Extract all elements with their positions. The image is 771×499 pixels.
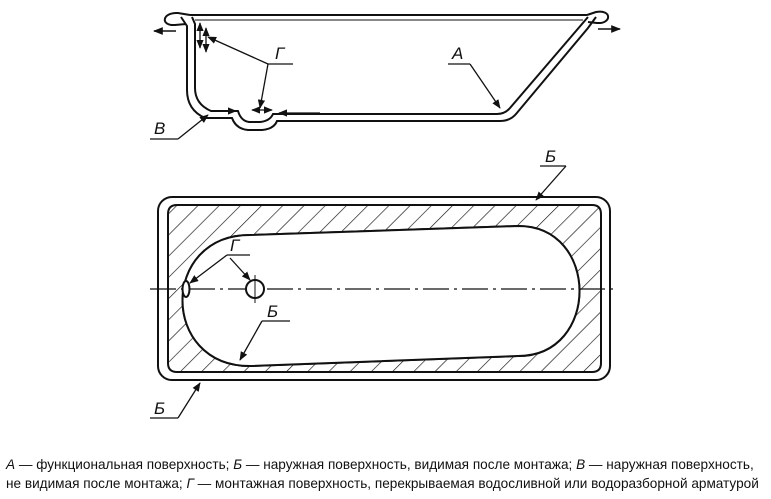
label-b-inner: Б [267,302,278,321]
leader-g-plan-1 [189,254,228,284]
plan-bowl [181,224,581,368]
caption-v-cont: не видимая после монтажа; [6,476,187,491]
leader-b-inner [239,320,263,361]
caption-g-letter: Г [186,476,194,491]
caption-a-letter: А [6,457,16,472]
side-section-view [150,10,621,140]
label-b-bottom: Б [154,399,165,418]
caption-b-letter: Б [233,457,243,472]
leader-b-bottom [177,382,201,419]
label-b-top: Б [545,147,556,166]
leader-b-top [535,165,567,201]
caption-v-letter: В [576,457,586,472]
right-rim [586,10,610,25]
caption-line-1: А — функциональная поверхность; Б — нару… [6,455,768,474]
left-rim [163,11,191,27]
caption-g-text: — монтажная поверхность, перекрываемая в… [193,476,759,491]
figure-caption: А — функциональная поверхность; Б — нару… [6,455,768,493]
side-outer-shell [180,16,597,131]
caption-b-text: — наружная поверхность, видимая после мо… [242,457,577,472]
bathtub-diagram: Г А В Б Г Б Б [150,10,621,419]
leader-g-side-1 [207,36,269,65]
label-a: А [451,44,463,63]
label-g-side: Г [275,44,286,63]
plan-view [150,165,618,419]
leader-g-side-2 [257,63,269,109]
side-inner-shell [191,16,589,123]
caption-line-2: не видимая после монтажа; Г — монтажная … [6,474,768,493]
caption-v-text: — наружная поверхность, [585,457,754,472]
leader-v [177,114,209,140]
leader-a [469,63,501,109]
caption-a-text: — функциональная поверхность; [15,457,234,472]
label-v: В [154,119,165,138]
leader-g-plan-2 [229,257,251,281]
label-g-plan: Г [230,236,241,255]
overflow-hole [181,280,191,298]
